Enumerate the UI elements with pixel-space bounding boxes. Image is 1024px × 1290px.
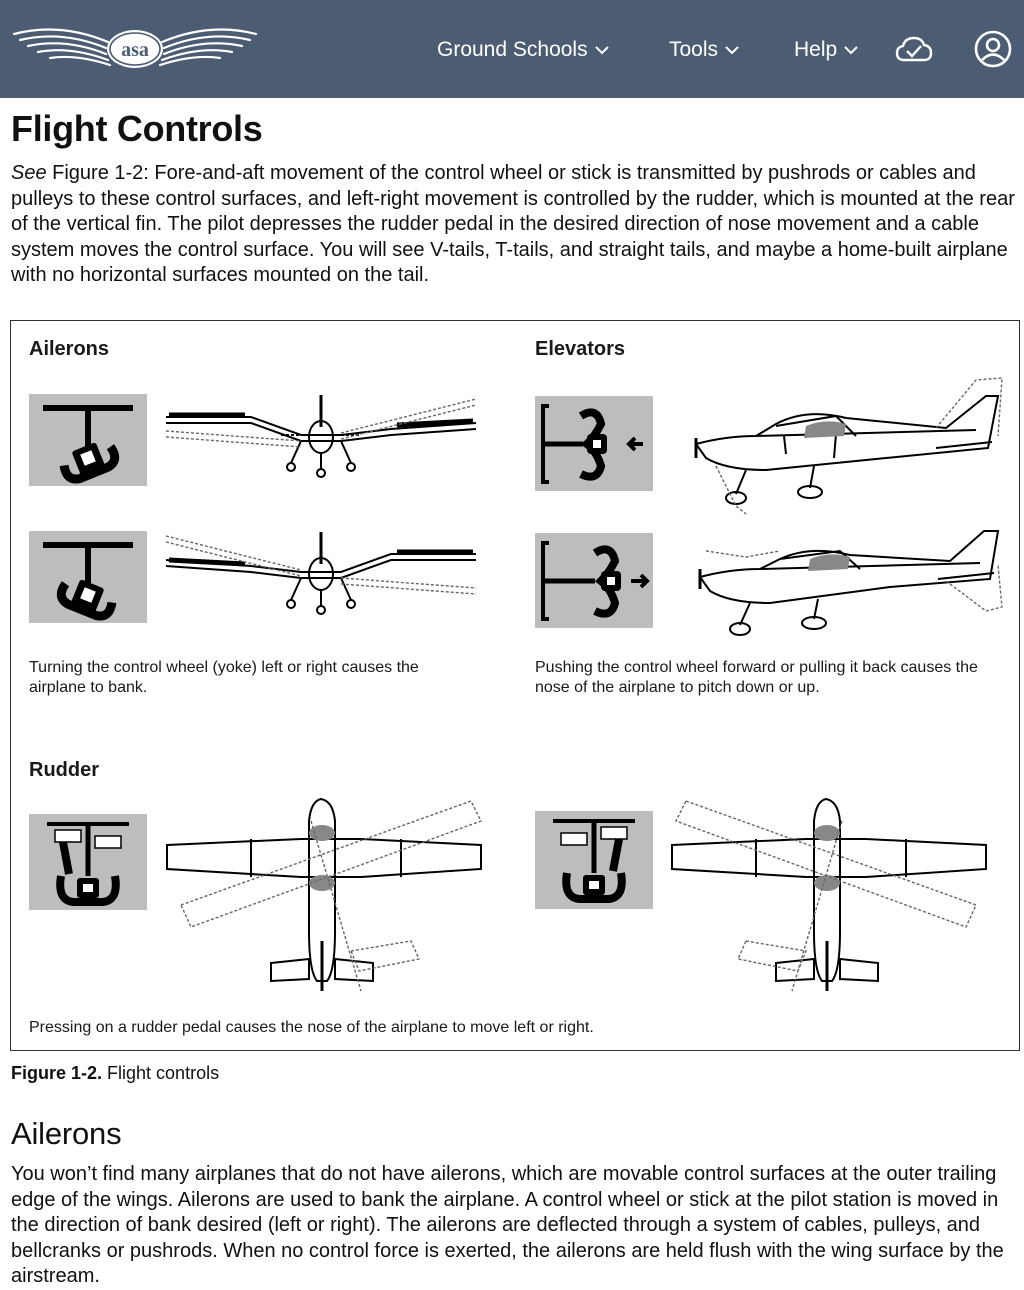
figure-title: Flight controls xyxy=(102,1063,220,1083)
rudder-heading: Rudder xyxy=(29,759,99,781)
top-navbar: asa Ground Schools Tools Help xyxy=(0,0,1024,98)
asa-logo[interactable]: asa xyxy=(10,20,260,76)
ailerons-heading: Ailerons xyxy=(29,338,110,360)
figure-caption: Figure 1-2. Flight controls xyxy=(11,1063,219,1084)
rudder-right-pedal-panel xyxy=(535,811,653,909)
chevron-down-icon xyxy=(725,46,739,55)
yoke-right-panel xyxy=(29,531,147,623)
figure-flight-controls: Ailerons Elevators xyxy=(10,320,1020,1051)
airplane-side-view-pitch-up xyxy=(698,530,1003,636)
airplane-top-view-yaw-right xyxy=(671,797,987,992)
nav-ground-schools-label: Ground Schools xyxy=(437,38,588,61)
rudder-left-pedal-panel xyxy=(29,814,147,910)
chevron-down-icon xyxy=(844,46,858,55)
nav-tools[interactable]: Tools xyxy=(669,36,740,64)
wings-logo-icon: asa xyxy=(12,28,258,68)
section-title: Ailerons xyxy=(11,1116,122,1151)
figure-label: Figure 1-2. xyxy=(11,1063,103,1083)
intro-see-word: See xyxy=(11,162,47,184)
cloud-check-icon[interactable] xyxy=(894,34,934,66)
yoke-turn-right-icon xyxy=(43,542,133,621)
nav-tools-label: Tools xyxy=(669,38,719,61)
yoke-turn-left-icon xyxy=(43,405,133,484)
page-title: Flight Controls xyxy=(11,108,263,149)
logo-text: asa xyxy=(121,39,149,61)
intro-paragraph: See Figure 1-2: Fore-and-aft movement of… xyxy=(11,161,1021,289)
yoke-left-panel xyxy=(29,394,147,486)
ailerons-caption: Turning the control wheel (yoke) left or… xyxy=(29,659,419,696)
nav-help[interactable]: Help xyxy=(794,36,859,64)
rudder-caption: Pressing on a rudder pedal causes the no… xyxy=(29,1019,594,1036)
airplane-side-view-pitch-down xyxy=(694,377,1003,515)
airplane-front-view-roll-right xyxy=(165,395,477,478)
yoke-pull-panel xyxy=(535,533,653,628)
user-account-icon[interactable] xyxy=(974,30,1012,68)
chevron-down-icon xyxy=(594,46,609,55)
yoke-pull-back-icon xyxy=(541,541,650,621)
yoke-push-forward-icon xyxy=(541,404,643,484)
elevators-caption: Pushing the control wheel forward or pul… xyxy=(535,659,978,696)
nav-help-label: Help xyxy=(794,38,838,61)
rudder-pedal-right-icon xyxy=(553,819,635,903)
airplane-top-view-yaw-left xyxy=(166,797,482,992)
ailerons-paragraph: You won’t find many airplanes that do no… xyxy=(11,1163,1004,1287)
elevators-heading: Elevators xyxy=(535,338,626,360)
intro-text: Figure 1-2: Fore-and-aft movement of the… xyxy=(11,162,1015,286)
rudder-pedal-left-icon xyxy=(47,822,129,906)
airplane-front-view-roll-left xyxy=(165,532,477,615)
nav-ground-schools[interactable]: Ground Schools xyxy=(437,36,610,64)
yoke-push-panel xyxy=(535,396,653,491)
